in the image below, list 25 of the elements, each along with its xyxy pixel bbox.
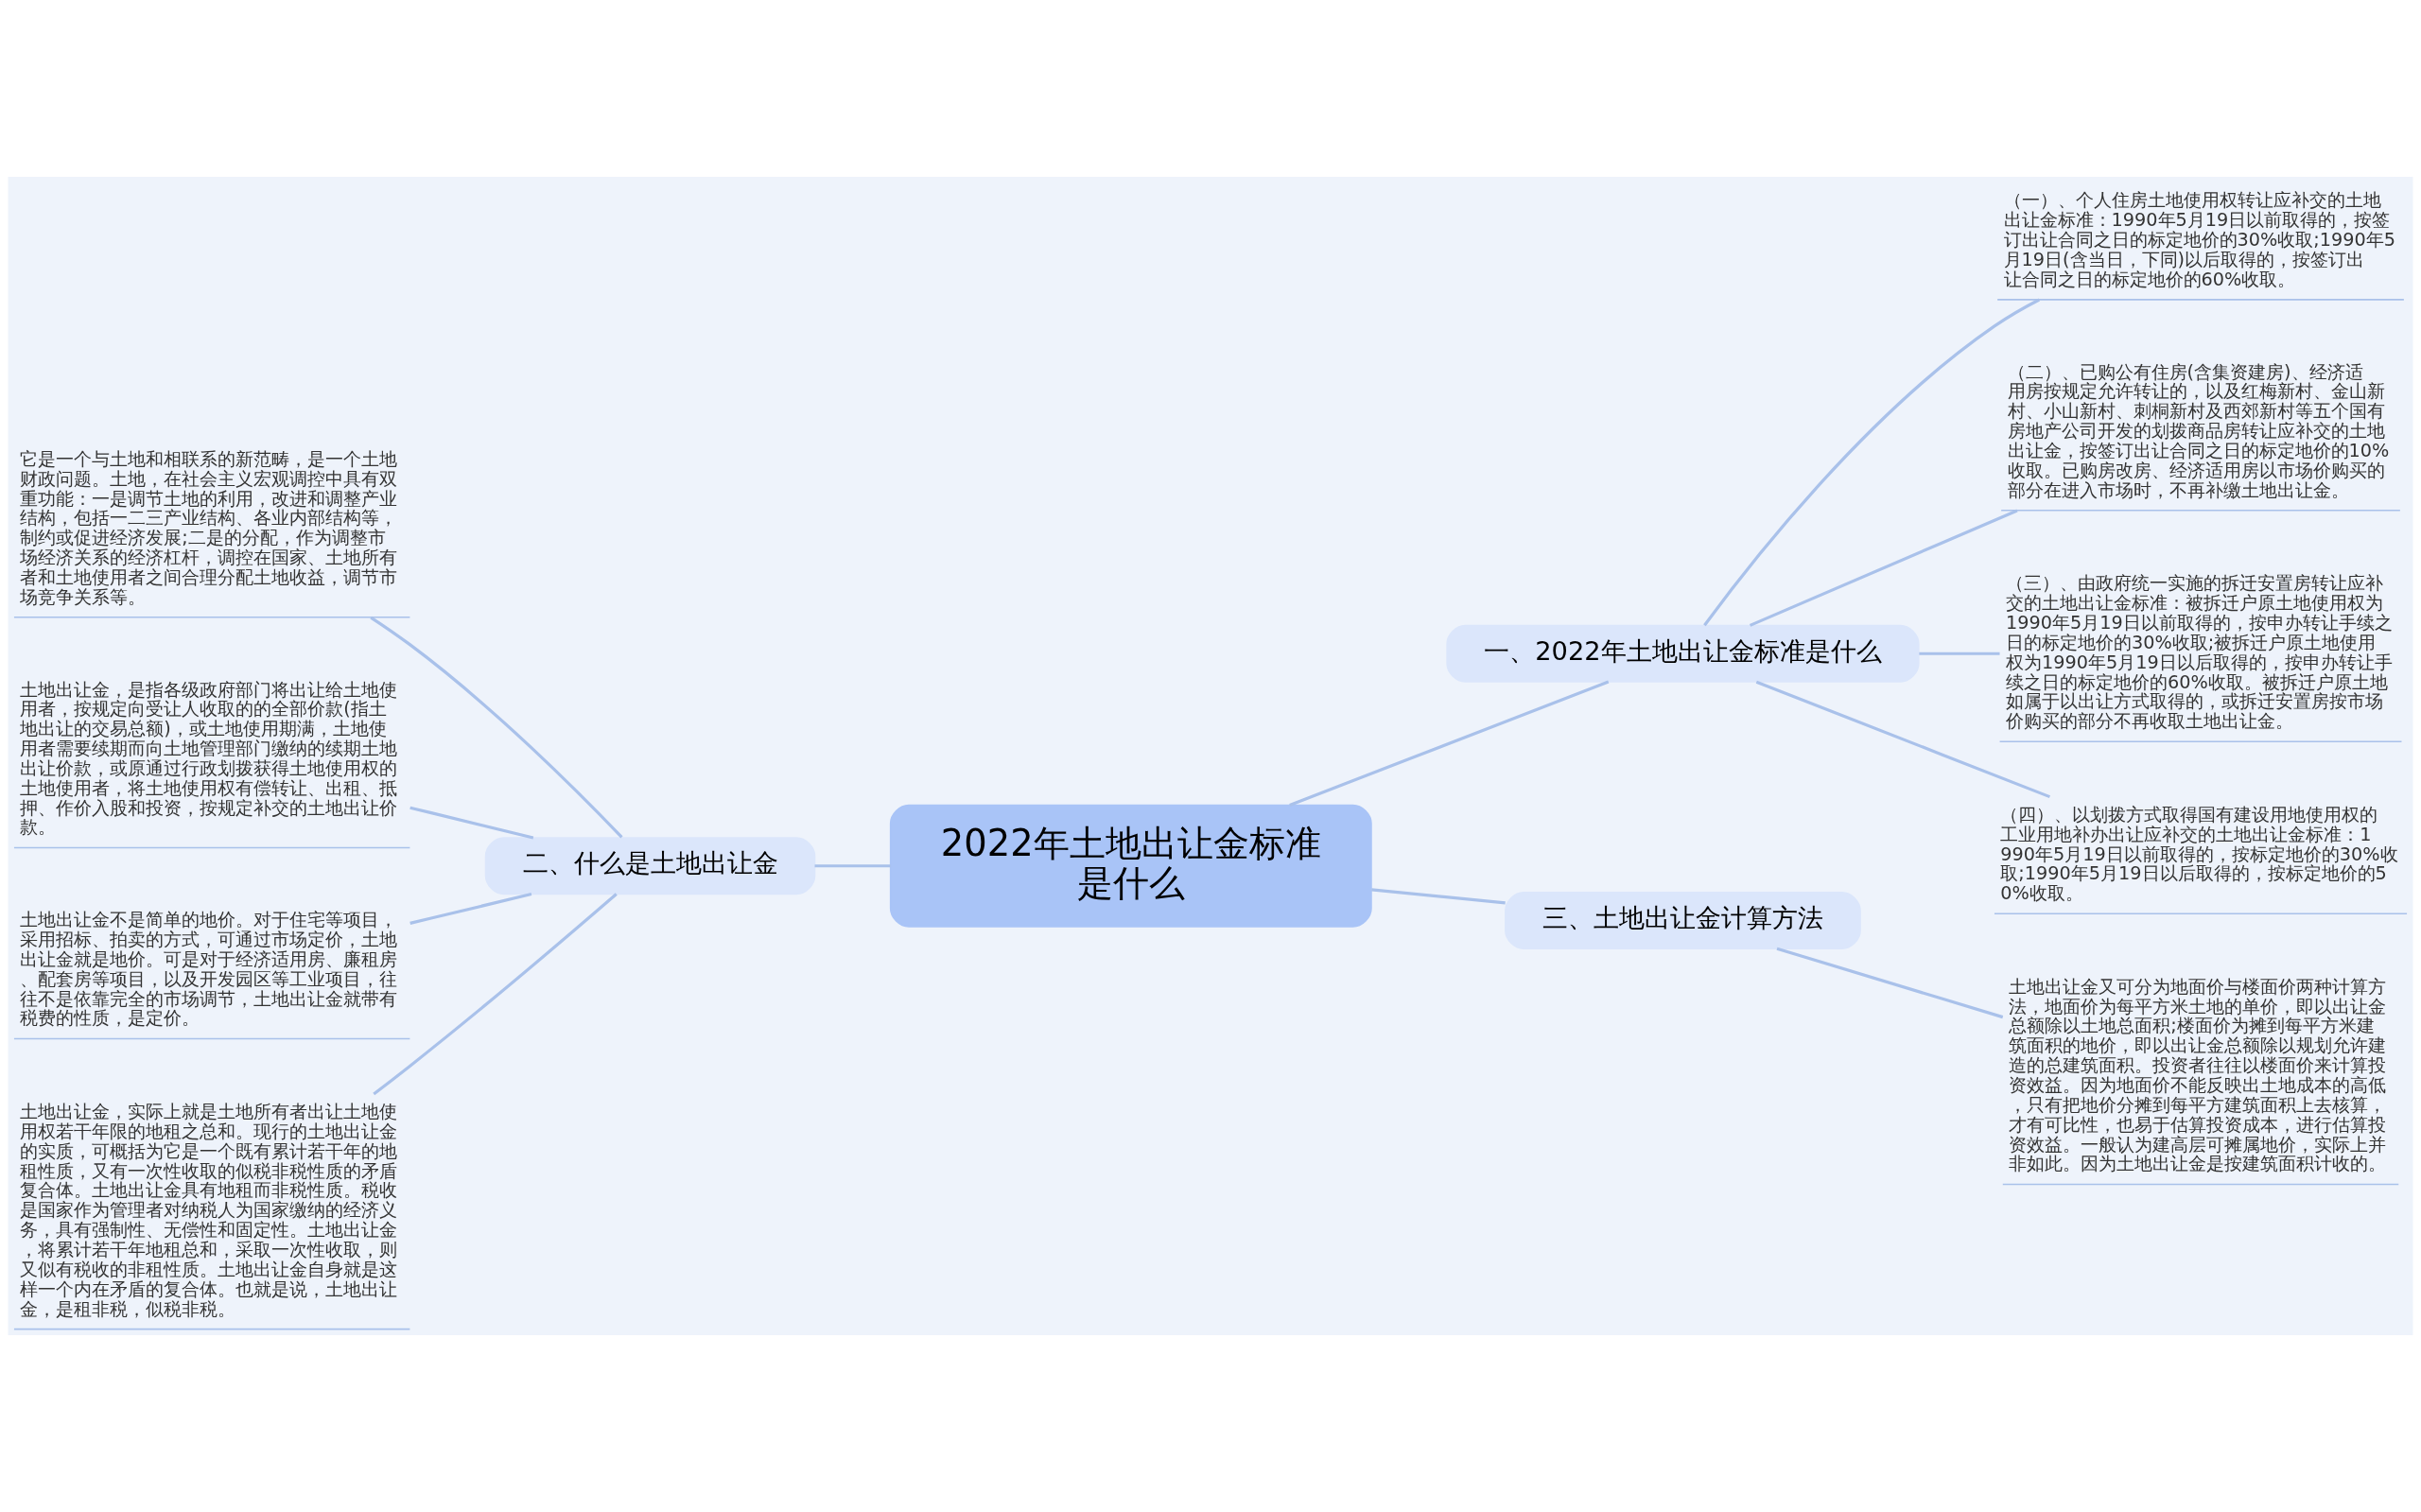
connector bbox=[1919, 652, 2000, 655]
node-text: （四）、以划拨方式取得国有建设用地使用权的工业用地补办出让应补交的土地出让金标准：1990年5月19日以前取得的，按标定地价的30%收取;1990年5月19日以后取得的，按标定地价的50%收取。 bbox=[2000, 803, 2398, 905]
connector bbox=[370, 616, 623, 839]
connector bbox=[1749, 509, 2018, 627]
connector bbox=[1755, 680, 2051, 799]
node-text: （三）、由政府统一实施的拆迁安置房转让应补交的土地出让金标准：被拆迁户原土地使用权为1990年5月19日以前取得的，按申办转让手续之日的标定地价的30%收取;被拆迁户原土地使用权为1990年5月19日以后取得的，按申办转让手续之日的标定地价的60%收取。被拆迁户原土地如属于以出让方式取得的，或拆迁安置房按市场价购买的部分不再收取土地出让金。 bbox=[2005, 572, 2393, 733]
connector bbox=[373, 893, 618, 1096]
node-box: 一、2022年土地出让金标准是什么 bbox=[1446, 624, 1920, 683]
connector bbox=[814, 864, 891, 868]
node-text: 土地出让金不是简单的地价。对于住宅等项目，采用招标、拍卖的方式，可通过市场定价，土地出让金就是地价。可是对于经济适用房、廉租房、配套房等项目，以及开发园区等工业项目，往往不是依靠完全的市场调节，土地出让金就带有税费的性质，是定价。 bbox=[20, 909, 398, 1030]
node-text: 土地出让金，实际上就是土地所有者出让土地使用权若干年限的地租之总和。现行的土地出让金的实质，可概括为它是一个既有累计若干年的地租性质，又有一次性收取的似税非税性质的矛盾复合体。土地出让金具有地租而非税性质。税收是国家作为管理者对纳税人为国家缴纳的经济义务，具有强制性、无偿性和固定性。土地出让金，将累计若干年地租总和，采取一次性收取，则又似有税收的非租性质。土地出让金自身就是这样一个内在矛盾的复合体。也就是说，土地出让金，是租非税，似税非税。 bbox=[20, 1101, 398, 1320]
connector bbox=[1776, 947, 2004, 1019]
node-box: 二、什么是土地出让金 bbox=[484, 837, 816, 895]
node-text: 土地出让金，是指各级政府部门将出让给土地使用者，按规定向受让人收取的的全部价款(指土地出让的交易总额)，或土地使用期满，土地使用者需要续期而向土地管理部门缴纳的续期土地出让价款，或原通过行政划拨获得土地使用权的土地使用者，将土地使用权有偿转让、出租、抵押、作价入股和投资，按规定补交的土地出让价款。 bbox=[20, 678, 398, 839]
node-text: 土地出让金又可分为地面价与楼面价两种计算方法，地面价为每平方米土地的单价，即以出让金总额除以土地总面积;楼面价为摊到每平方米建筑面积的地价，即以出让金总额除以规划允许建造的总建筑面积。投资者往往以楼面价来计算投资效益。因为地面价不能反映出土地成本的高低，只有把地价分摊到每平方建筑面积上去核算，才有可比性，也易于估算投资成本，进行估算投资效益。一般认为建高层可摊属地价，实际上并非如此。因为土地出让金是按建筑面积计收的。 bbox=[2009, 975, 2387, 1175]
node-text: （二）、已购公有住房(含集资建房)、经济适用房按规定允许转让的，以及红梅新村、金山新村、小山新村、刺桐新村及西郊新村等五个国有房地产公司开发的划拨商品房转让应补交的土地出让金，按签订出让合同之日的标定地价的10%收取。已购房改房、经济适用房以市场价购买的部分在进入市场时，不再补缴土地出让金。 bbox=[2007, 360, 2390, 501]
connector bbox=[409, 806, 534, 840]
connector bbox=[409, 893, 532, 925]
node-box: 三、土地出让金计算方法 bbox=[1505, 892, 1861, 949]
connector bbox=[1371, 888, 1506, 905]
node-text: （一）、个人住房土地使用权转让应补交的土地出让金标准：1990年5月19日以前取得的，按签订出让合同之日的标定地价的30%收取;1990年5月19日(含当日，下同)以后取得的，按签订出让合同之日的标定地价的60%收取。 bbox=[2003, 189, 2395, 290]
connector bbox=[1289, 680, 1610, 807]
node-box: 2022年土地出让金标准是什么 bbox=[889, 804, 1372, 928]
node-text: 它是一个与土地和相联系的新范畴，是一个土地财政问题。土地，在社会主义宏观调控中具有双重功能：一是调节土地的利用，改进和调整产业结构，包括一二三产业结构、各业内部结构等，制约或促进经济发展;二是的分配，作为调整市场经济关系的经济杠杆，调控在国家、土地所有者和土地使用者之间合理分配土地收益，调节市场竞争关系等。 bbox=[20, 447, 398, 608]
connector bbox=[1703, 298, 2041, 627]
